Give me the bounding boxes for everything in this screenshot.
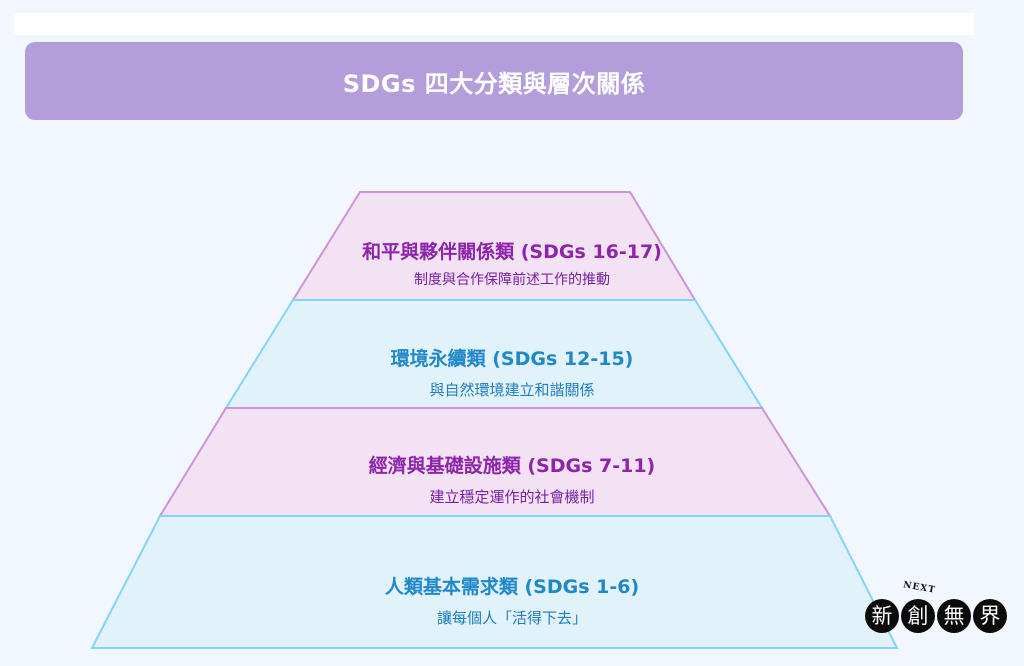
page-title: SDGs 四大分類與層次關係 [342, 69, 646, 98]
logo-char: 新 [865, 599, 899, 633]
logo-char: 創 [901, 599, 935, 633]
layer-basic-needs-title: 人類基本需求類 (SDGs 1-6) [384, 576, 640, 598]
brand-logo: NEXT 新 創 無 界 [865, 580, 1011, 643]
logo-char: 界 [973, 599, 1007, 633]
layer-environment-text: 環境永續類 (SDGs 12-15) 與自然環境建立和諧關係 [0, 347, 1024, 400]
layer-basic-needs-text: 人類基本需求類 (SDGs 1-6) 讓每個人「活得下去」 [0, 575, 1024, 628]
logo-chars: 新 創 無 界 [865, 599, 1007, 633]
pyramid-layer-basic-needs [90, 515, 899, 649]
logo-tag: NEXT [902, 580, 937, 596]
layer-peace-text: 和平與夥伴關係類 (SDGs 16-17) 制度與合作保障前述工作的推動 [0, 240, 1024, 290]
logo-char: 無 [937, 599, 971, 633]
layer-environment-subtitle: 與自然環境建立和諧關係 [429, 381, 595, 399]
layer-economy-title: 經濟與基礎設施類 (SDGs 7-11) [368, 455, 656, 477]
layer-peace-title: 和平與夥伴關係類 (SDGs 16-17) [362, 241, 662, 263]
layer-environment-title: 環境永續類 (SDGs 12-15) [390, 348, 634, 370]
layer-peace-subtitle: 制度與合作保障前述工作的推動 [414, 272, 610, 288]
layer-basic-needs-subtitle: 讓每個人「活得下去」 [436, 609, 587, 627]
layer-economy-subtitle: 建立穩定運作的社會機制 [429, 488, 595, 506]
top-strip [14, 13, 974, 35]
title-banner: SDGs 四大分類與層次關係 [25, 42, 963, 120]
layer-economy-text: 經濟與基礎設施類 (SDGs 7-11) 建立穩定運作的社會機制 [0, 454, 1024, 507]
